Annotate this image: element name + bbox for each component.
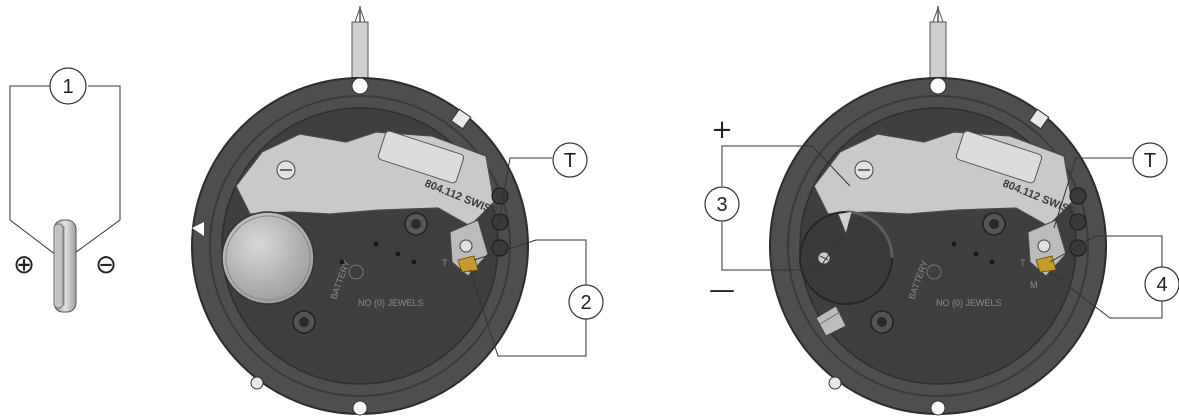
plus-circled-sign: ⊕ xyxy=(13,250,35,280)
callout-1-left-leader xyxy=(9,85,61,259)
battery-side-profile xyxy=(53,219,77,313)
callout-3-label: 3 xyxy=(716,194,727,216)
plus-sign: + xyxy=(711,115,733,145)
t-mark-left: T xyxy=(442,258,448,268)
minus-sign: — xyxy=(709,275,735,305)
movement-without-battery: 804.112 SWISS NO (0) JEWELS BATTERY T M xyxy=(769,6,1107,416)
callout-t-left-group: T xyxy=(497,142,588,227)
winding-stem xyxy=(351,6,369,89)
callout-3-group: + — 3 xyxy=(704,115,851,305)
callout-1-right-leader xyxy=(67,85,121,259)
callout-3-circle xyxy=(704,186,740,222)
coil-block xyxy=(377,130,465,184)
callout-4-circle xyxy=(1144,266,1179,302)
callout-1-label: 1 xyxy=(62,76,73,98)
battery-side-view-group: 1 ⊕ ⊖ xyxy=(9,67,121,313)
battery-top xyxy=(221,211,315,305)
callout-t-right-circle xyxy=(1132,142,1168,178)
callout-t-right-label: T xyxy=(1144,150,1156,172)
callout-1-circle xyxy=(49,67,87,105)
callout-4-label: 4 xyxy=(1156,274,1167,296)
callout-2-group: 2 xyxy=(469,239,604,357)
callout-t-right-group: T xyxy=(1053,142,1168,229)
gold-contact-right xyxy=(1035,255,1057,273)
jewels-label-right: NO (0) JEWELS xyxy=(936,298,1002,308)
callout-t-left-label: T xyxy=(564,150,576,172)
minus-circled-sign: ⊖ xyxy=(95,250,117,280)
winding-stem-right xyxy=(929,6,947,89)
movement-with-battery: 804.112 SWISS NO (0) JEWELS BATTERY T xyxy=(191,6,529,416)
gold-contact-left xyxy=(457,255,479,273)
m-mark-right: M xyxy=(1030,280,1038,290)
callout-2-label: 2 xyxy=(580,292,591,314)
callout-t-left-circle xyxy=(552,142,588,178)
t-mark-right: T xyxy=(1020,258,1026,268)
callout-4-group: 4 xyxy=(1049,235,1179,319)
callout-2-circle xyxy=(568,284,604,320)
jewels-label-left: NO (0) JEWELS xyxy=(358,298,424,308)
battery-clip-tab xyxy=(837,211,853,236)
